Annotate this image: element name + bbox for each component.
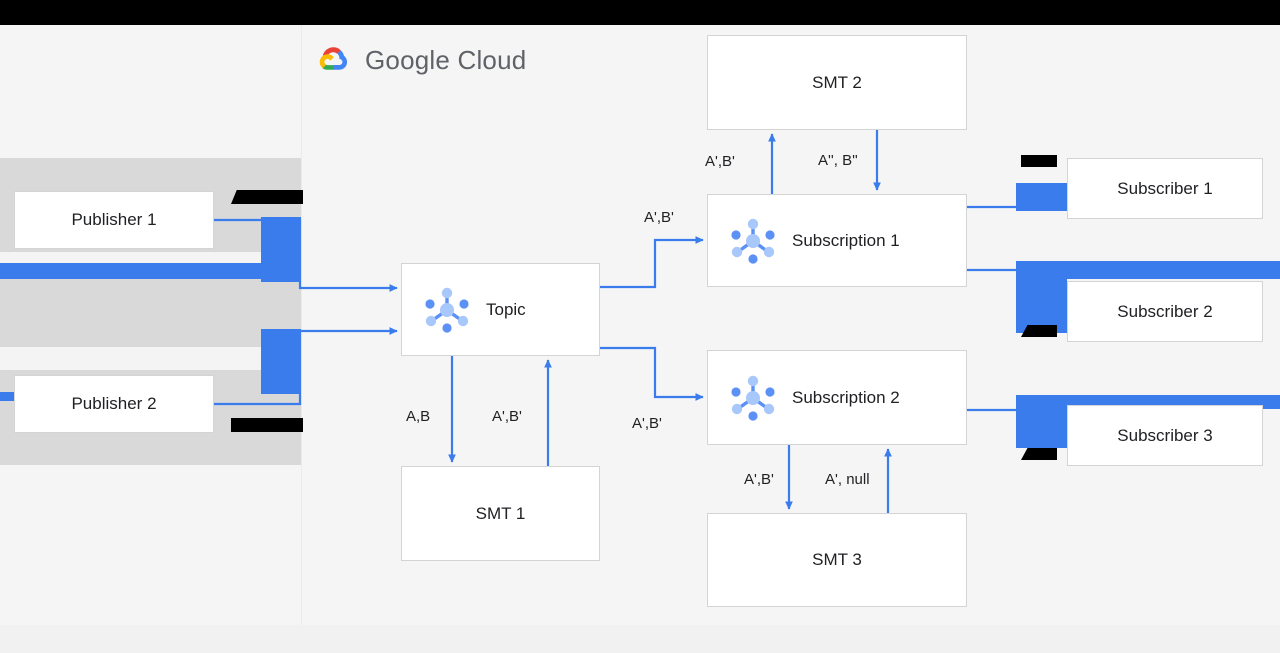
edge-label-smt3-sub2: A', null [825, 471, 870, 488]
edge-label-pub1-topic: A',B' [644, 209, 674, 226]
node-label-subscription-1: Subscription 1 [792, 230, 900, 250]
brand-word-google: Google [365, 45, 451, 75]
pubsub-node-icon [425, 287, 469, 333]
artifact-black-mark-3 [1021, 155, 1057, 167]
node-subscriber-2[interactable]: Subscriber 2 [1067, 281, 1263, 342]
node-publisher-1[interactable]: Publisher 1 [14, 191, 214, 249]
node-subscriber-3[interactable]: Subscriber 3 [1067, 405, 1263, 466]
node-label-subscriber-2: Subscriber 2 [1117, 301, 1213, 321]
node-subscription-2[interactable]: Subscription 2 [707, 350, 967, 445]
node-topic[interactable]: Topic [401, 263, 600, 356]
node-label-smt-3: SMT 3 [812, 550, 862, 569]
node-label-topic: Topic [486, 299, 526, 319]
artifact-black-mark-2 [231, 418, 303, 432]
edge-label-topic-sub2: A',B' [632, 415, 662, 432]
edge-label-smt2-sub1: A'', B'' [818, 152, 858, 169]
node-smt-3[interactable]: SMT 3 [707, 513, 967, 607]
top-black-bar [0, 0, 1280, 25]
artifact-black-mark-4 [1021, 325, 1057, 337]
artifact-blue-block-2 [261, 329, 301, 394]
node-smt-2[interactable]: SMT 2 [707, 35, 967, 130]
node-subscriber-1[interactable]: Subscriber 1 [1067, 158, 1263, 219]
edge-label-sub2-smt3: A',B' [744, 471, 774, 488]
brand-word-cloud: Cloud [457, 45, 527, 75]
node-smt-1[interactable]: SMT 1 [401, 466, 600, 561]
artifact-blue-bar-1 [0, 263, 262, 279]
artifact-black-mark-1 [231, 190, 303, 204]
pubsub-node-icon [731, 218, 775, 264]
edge-label-smt1-topic: A',B' [492, 408, 522, 425]
edge-label-topic-smt1: A,B [406, 408, 431, 425]
artifact-blue-block-1 [261, 217, 301, 282]
pubsub-node-icon [731, 375, 775, 421]
bottom-strip [0, 625, 1280, 653]
node-label-subscriber-3: Subscriber 3 [1117, 425, 1213, 445]
artifact-blue-bar-2 [0, 392, 14, 401]
node-label-smt-2: SMT 2 [812, 72, 862, 92]
artifact-blue-block-4 [1016, 279, 1067, 333]
edge-label-sub1-smt2: A',B' [705, 153, 735, 170]
artifact-blue-block-3 [1016, 183, 1067, 211]
node-label-subscription-2: Subscription 2 [792, 387, 900, 407]
vertical-divider [301, 25, 302, 625]
node-label-subscriber-1: Subscriber 1 [1117, 178, 1213, 198]
left-grey-band-lower [0, 347, 301, 370]
artifact-black-mark-5 [1021, 448, 1057, 460]
node-label-smt-1: SMT 1 [475, 503, 526, 523]
artifact-blue-bar-3 [1016, 261, 1280, 279]
google-cloud-mark-icon [319, 47, 348, 70]
node-label-publisher-1: Publisher 1 [71, 210, 157, 229]
node-label-publisher-2: Publisher 2 [71, 394, 157, 413]
google-cloud-logo: Google Cloud [310, 42, 526, 79]
artifact-blue-block-5 [1016, 404, 1067, 448]
node-publisher-2[interactable]: Publisher 2 [14, 375, 214, 433]
node-subscription-1[interactable]: Subscription 1 [707, 194, 967, 287]
google-cloud-wordmark: Google Cloud [365, 45, 526, 76]
